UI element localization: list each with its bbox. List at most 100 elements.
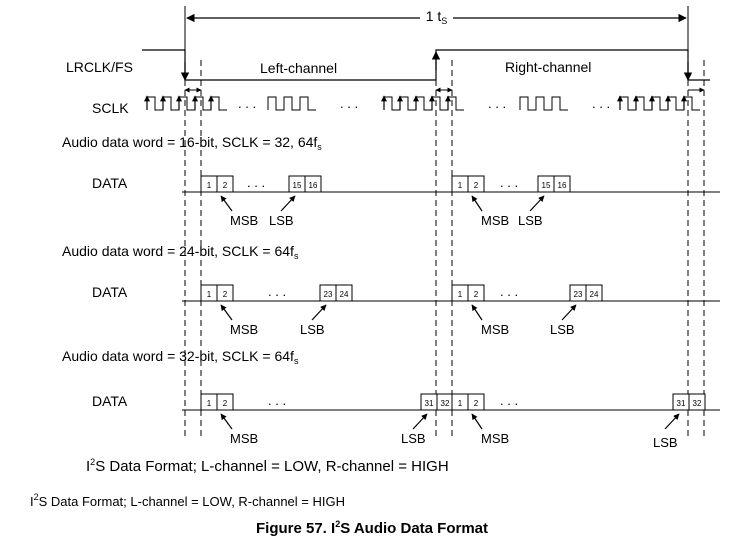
lrclk-label: LRCLK/FS — [66, 59, 133, 75]
data-bit-box — [216, 175, 234, 193]
data-bit-label: 15 — [542, 181, 551, 190]
data-label-24bit: DATA — [92, 284, 128, 300]
data-bit-box — [216, 284, 234, 302]
msb-pointer-right-label: MSB — [481, 322, 509, 337]
period-label-sub: S — [441, 16, 448, 26]
sclk-ellipsis: . . . — [488, 96, 506, 111]
sclk-ellipsis: . . . — [340, 96, 358, 111]
data-rows: 1 2 15 16 1 2 15 16 . . . . . . MSB LSB MSB LSB 1 2 23 24… — [182, 175, 720, 450]
data-row-2: 1 2 31 32 1 2 31 32 . . . . . . MSB LSB MSB LSB — [182, 393, 720, 450]
sclk-label: SCLK — [92, 100, 129, 116]
format-note-small: I2S Data Format; L-channel = LOW, R-chan… — [30, 492, 345, 509]
lsb-pointer-left-arrow — [311, 304, 327, 321]
data-ellipsis: . . . — [268, 284, 286, 299]
msb-pointer-left-arrow — [220, 304, 233, 321]
data-bit-label: 1 — [458, 290, 463, 299]
sclk-pulse-train — [519, 96, 568, 111]
section-caption-32bit: Audio data word = 32-bit, SCLK = 64fs — [62, 348, 299, 366]
msb-pointer-right-label: MSB — [481, 431, 509, 446]
msb-pointer-left-arrow — [220, 413, 233, 430]
data-bit-box — [467, 393, 485, 411]
data-bit-box — [304, 175, 322, 193]
period-label: 1 tS — [185, 8, 688, 26]
data-bit-label: 2 — [223, 399, 228, 408]
figure-caption: Figure 57. I2S Audio Data Format — [256, 519, 489, 537]
lsb-pointer-left-label: LSB — [269, 213, 294, 228]
data-bit-label: 1 — [207, 399, 212, 408]
lsb-pointer-left-label: LSB — [300, 322, 325, 337]
sclk-pulse-train — [619, 96, 700, 111]
data-bit-label: 32 — [441, 399, 450, 408]
data-bit-label: 31 — [677, 399, 686, 408]
data-bit-box — [335, 284, 353, 302]
data-ellipsis: . . . — [247, 175, 265, 190]
lsb-pointer-left-label: LSB — [401, 431, 426, 446]
data-label-16bit: DATA — [92, 175, 128, 191]
msb-pointer-right-label: MSB — [481, 213, 509, 228]
data-ellipsis: . . . — [500, 284, 518, 299]
format-note-large: I2S Data Format; L-channel = LOW, R-chan… — [86, 457, 449, 475]
data-ellipsis: . . . — [268, 393, 286, 408]
data-bit-label: 2 — [474, 290, 479, 299]
msb-pointer-left-label: MSB — [230, 213, 258, 228]
lsb-pointer-right-label: LSB — [518, 213, 543, 228]
data-bit-label: 2 — [223, 181, 228, 190]
data-bit-label: 2 — [223, 290, 228, 299]
sclk-ellipsis: . . . — [238, 96, 256, 111]
data-bit-label: 2 — [474, 181, 479, 190]
msb-pointer-right-arrow — [471, 195, 483, 212]
data-bit-label: 32 — [693, 399, 702, 408]
data-bit-box — [585, 284, 603, 302]
period-dimension — [184, 6, 689, 50]
data-bit-box — [216, 393, 234, 411]
lsb-pointer-right-arrow — [561, 304, 577, 321]
msb-pointer-right-arrow — [471, 304, 483, 321]
left-channel-label: Left-channel — [260, 60, 338, 76]
data-bit-label: 23 — [574, 290, 583, 299]
data-bit-box — [467, 284, 485, 302]
msb-pointer-left-label: MSB — [230, 322, 258, 337]
data-bit-box — [553, 175, 571, 193]
data-bit-label: 16 — [309, 181, 318, 190]
data-bit-label: 1 — [458, 181, 463, 190]
msb-pointer-left-arrow — [220, 195, 233, 212]
lsb-pointer-left-arrow — [280, 195, 296, 212]
data-bit-label: 1 — [207, 181, 212, 190]
data-bit-label: 24 — [590, 290, 599, 299]
section-caption-24bit: Audio data word = 24-bit, SCLK = 64fs — [62, 243, 299, 261]
data-bit-label: 24 — [340, 290, 349, 299]
sclk-ellipsis: . . . — [592, 96, 610, 111]
data-bit-label: 1 — [458, 399, 463, 408]
data-bit-label: 23 — [324, 290, 333, 299]
data-label-32bit: DATA — [92, 393, 128, 409]
lsb-pointer-left-arrow — [412, 413, 428, 430]
period-label-main: 1 t — [425, 8, 442, 24]
sclk-pulse-train — [146, 96, 227, 111]
data-row-0: 1 2 15 16 1 2 15 16 . . . . . . MSB LSB MSB LSB — [182, 175, 720, 228]
data-bit-label: 2 — [474, 399, 479, 408]
data-ellipsis: . . . — [500, 175, 518, 190]
data-row-1: 1 2 23 24 1 2 23 24 . . . . . . MSB LSB MSB LSB — [182, 284, 720, 337]
lrclk-waveform — [142, 49, 710, 81]
guide-lines — [184, 60, 705, 438]
data-bit-box — [467, 175, 485, 193]
sclk-pulse-train — [267, 96, 316, 111]
data-bit-label: 15 — [293, 181, 302, 190]
section-caption-16bit: Audio data word = 16-bit, SCLK = 32, 64f… — [62, 134, 322, 152]
data-bit-box — [688, 393, 706, 411]
msb-pointer-right-arrow — [471, 413, 483, 430]
lsb-pointer-right-label: LSB — [653, 435, 678, 450]
msb-pointer-left-label: MSB — [230, 431, 258, 446]
data-bit-label: 1 — [207, 290, 212, 299]
data-bit-label: 31 — [425, 399, 434, 408]
right-channel-label: Right-channel — [505, 59, 592, 75]
lsb-pointer-right-label: LSB — [550, 322, 575, 337]
lsb-pointer-right-arrow — [529, 195, 545, 212]
data-ellipsis: . . . — [500, 393, 518, 408]
data-bit-label: 16 — [558, 181, 567, 190]
sclk-waveform: . . . . . . . . . . . . — [144, 95, 700, 111]
sclk-pulse-train — [383, 96, 464, 111]
lsb-pointer-right-arrow — [664, 413, 680, 430]
